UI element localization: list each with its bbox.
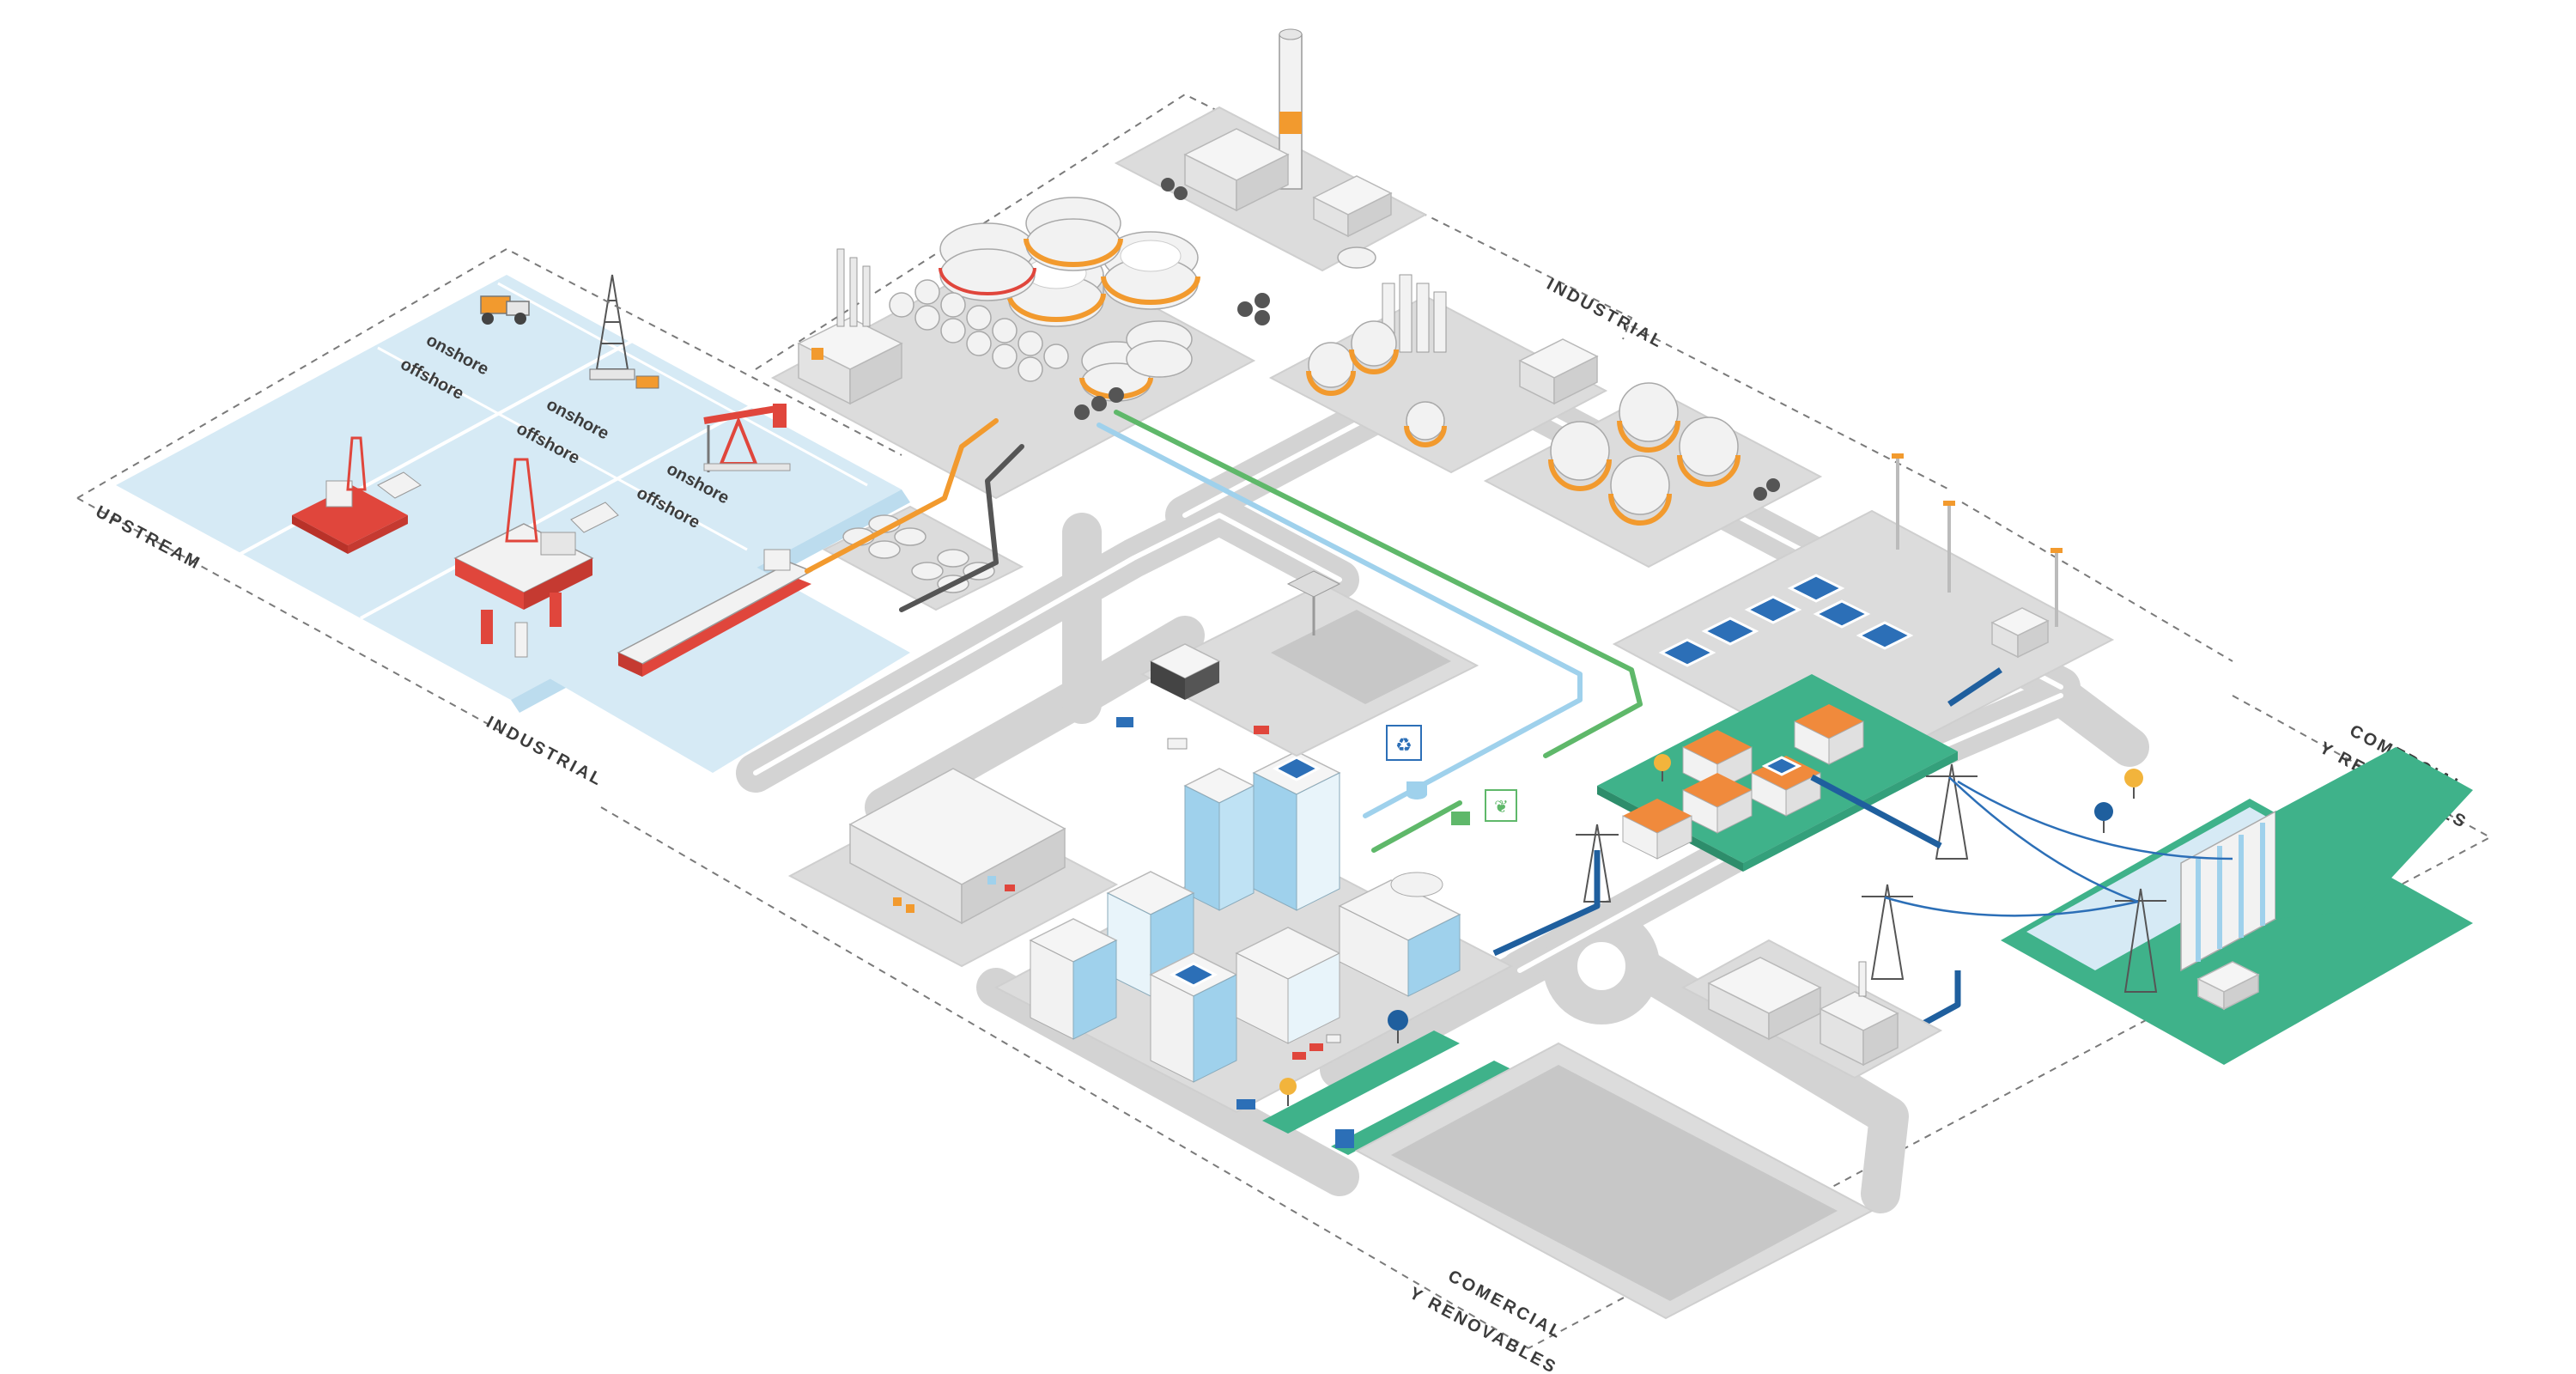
solar-farm xyxy=(1612,453,2115,775)
residential-area xyxy=(1597,674,1958,872)
roundabout xyxy=(1543,908,1660,1024)
tree-icon xyxy=(1654,754,1671,781)
petrochemical-site xyxy=(1268,274,1608,474)
hillside xyxy=(2275,747,2473,919)
feeder-line xyxy=(1810,774,1942,849)
gas-sphere xyxy=(1677,416,1741,487)
crude-pipeline xyxy=(805,418,999,574)
barrel-group xyxy=(1074,293,1270,420)
storage-tank-large xyxy=(1024,197,1123,271)
gas-sphere xyxy=(1617,382,1680,453)
lane-divider xyxy=(497,282,868,487)
drilling-derrick-icon xyxy=(589,274,659,389)
empty-plot-inner xyxy=(1391,1065,1838,1301)
pipelines xyxy=(805,410,1643,853)
processing-unit xyxy=(797,248,903,405)
storage-tank-medium xyxy=(1126,320,1193,378)
harbour-water xyxy=(550,567,910,773)
solar-panel xyxy=(1813,599,1871,629)
offshore-platform-small xyxy=(292,436,422,554)
svg-text:♻: ♻ xyxy=(1395,735,1413,757)
small-tank-cluster xyxy=(889,279,1069,382)
tree-icon xyxy=(2094,802,2113,833)
sea-area xyxy=(116,275,902,700)
solar-panel xyxy=(1701,617,1759,646)
transmission-lines xyxy=(1492,667,2233,1034)
solar-panel xyxy=(1787,574,1845,603)
factory-site xyxy=(1680,939,1943,1079)
road-network xyxy=(736,350,2149,1213)
logistics-warehouse xyxy=(787,768,1119,968)
feeder-line xyxy=(1947,667,2002,707)
biofuel-station: ❦ xyxy=(1451,789,1517,825)
office-tower xyxy=(1183,768,1255,911)
parked-cars xyxy=(1236,1034,1341,1110)
power-plant-stack-site xyxy=(1114,28,1428,272)
service-plaza xyxy=(1116,570,1479,757)
office-building xyxy=(1149,952,1238,1083)
pylon-icon xyxy=(1862,884,1913,980)
house xyxy=(1682,773,1753,834)
lpg-storage-site xyxy=(1483,382,1823,568)
solar-panel xyxy=(1744,595,1802,624)
recycling-station: ♻ xyxy=(1386,725,1427,799)
park-strip xyxy=(1331,1061,1511,1155)
product-pipeline xyxy=(899,444,1024,612)
house xyxy=(1751,756,1821,817)
oil-tanker-ship xyxy=(617,549,813,677)
pumpjack-icon xyxy=(703,404,791,472)
lane-divider xyxy=(360,402,756,620)
house xyxy=(1622,799,1692,860)
refinery-site xyxy=(770,197,1270,500)
office-tower xyxy=(1252,751,1341,911)
offshore-platform-large xyxy=(453,458,619,658)
zone-label-industrial-left: INDUSTRIAL xyxy=(483,713,607,790)
gas-sphere xyxy=(1608,455,1672,526)
solar-panel xyxy=(1856,621,1914,650)
sphere-tank xyxy=(1349,320,1399,374)
pylon-icon xyxy=(1926,763,1978,860)
office-building xyxy=(1029,918,1118,1040)
feeder-line xyxy=(1492,850,1601,957)
tree-icon xyxy=(2124,769,2143,799)
lane-divider xyxy=(377,346,748,551)
feeder-line xyxy=(1909,970,1961,1034)
water-pipeline xyxy=(1097,423,1583,818)
pylon-icon xyxy=(2115,888,2166,993)
green-pipeline xyxy=(1114,410,1643,758)
gas-sphere xyxy=(1548,421,1612,491)
city-district xyxy=(993,751,1514,1155)
sphere-tank xyxy=(1306,342,1356,396)
seismic-truck-icon xyxy=(480,295,530,325)
distillation-columns xyxy=(1382,274,1447,353)
tree-icon xyxy=(1279,1078,1297,1106)
info-sign-icon xyxy=(1335,1129,1354,1148)
hydro-dam-site xyxy=(2001,747,2473,1065)
tree-icon xyxy=(1388,1010,1408,1043)
storage-tank-large xyxy=(939,222,1036,301)
office-building xyxy=(1235,927,1341,1044)
office-building xyxy=(1338,872,1461,997)
green-pipeline-branch xyxy=(1371,800,1462,853)
sphere-tank xyxy=(1404,401,1447,447)
park-strip xyxy=(1262,1030,1460,1134)
solar-panel xyxy=(1658,638,1716,667)
upstream-zone xyxy=(116,274,910,773)
svg-text:❦: ❦ xyxy=(1494,796,1509,817)
house xyxy=(1794,704,1864,765)
